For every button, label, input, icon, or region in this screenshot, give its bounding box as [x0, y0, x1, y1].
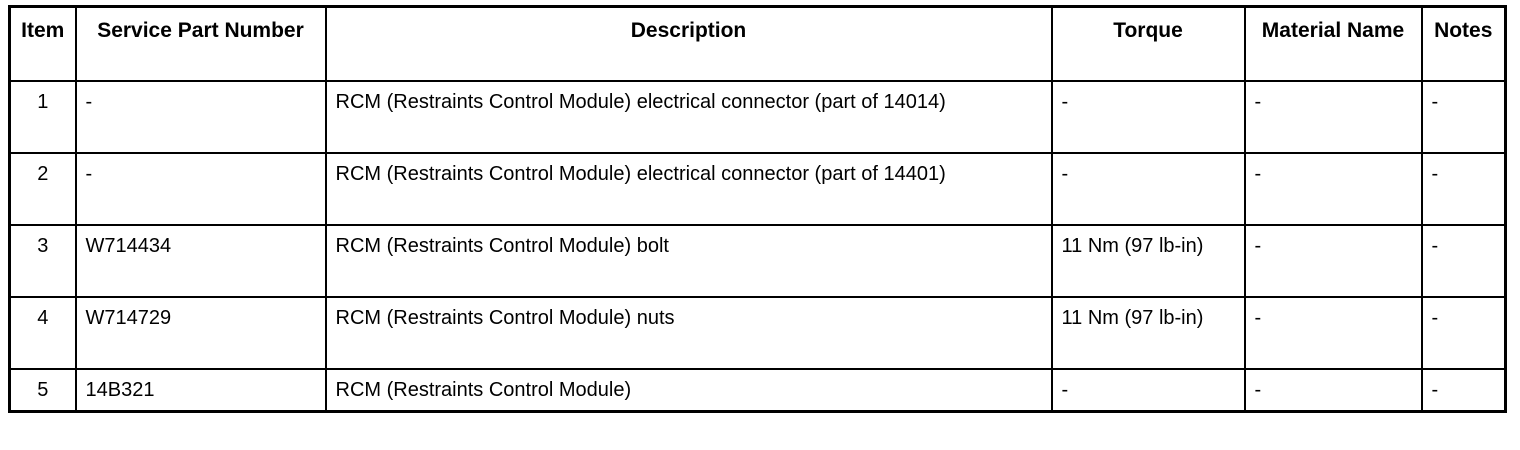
cell-service-part-number: -: [74, 80, 327, 154]
cell-description: RCM (Restraints Control Module) electric…: [324, 80, 1053, 154]
cell-torque: -: [1050, 152, 1246, 226]
cell-notes: -: [1420, 296, 1507, 370]
table-row: 1 - RCM (Restraints Control Module) elec…: [8, 80, 1507, 154]
cell-notes-value: -: [1431, 235, 1439, 257]
cell-material-name: -: [1243, 368, 1423, 413]
cell-material-name-value: -: [1254, 235, 1262, 257]
column-header-item-label: Item: [21, 19, 65, 42]
cell-description: RCM (Restraints Control Module) nuts: [324, 296, 1053, 370]
cell-item-value: 2: [37, 163, 49, 185]
cell-description: RCM (Restraints Control Module) bolt: [324, 224, 1053, 298]
cell-torque-value: -: [1061, 163, 1069, 185]
cell-notes: -: [1420, 152, 1507, 226]
table-row: 5 14B321 RCM (Restraints Control Module)…: [8, 368, 1507, 413]
cell-material-name-value: -: [1254, 163, 1262, 185]
column-header-description: Description: [324, 5, 1053, 82]
cell-notes-value: -: [1431, 307, 1439, 329]
column-header-service-part-number: Service Part Number: [74, 5, 327, 82]
cell-service-part-number: -: [74, 152, 327, 226]
cell-item-value: 4: [37, 307, 49, 329]
column-header-notes: Notes: [1420, 5, 1507, 82]
cell-item: 2: [8, 152, 77, 226]
cell-material-name: -: [1243, 152, 1423, 226]
cell-description-value: RCM (Restraints Control Module) electric…: [335, 91, 946, 113]
cell-torque-value: -: [1061, 91, 1069, 113]
cell-item: 5: [8, 368, 77, 413]
cell-service-part-number-value: 14B321: [85, 379, 155, 401]
cell-material-name: -: [1243, 224, 1423, 298]
cell-torque: 11 Nm (97 lb-in): [1050, 296, 1246, 370]
cell-item: 1: [8, 80, 77, 154]
cell-torque-value: 11 Nm (97 lb-in): [1061, 307, 1204, 329]
cell-torque: -: [1050, 80, 1246, 154]
cell-notes-value: -: [1431, 379, 1439, 401]
cell-service-part-number: W714729: [74, 296, 327, 370]
cell-description-value: RCM (Restraints Control Module) nuts: [335, 307, 675, 329]
table-row: 3 W714434 RCM (Restraints Control Module…: [8, 224, 1507, 298]
cell-item: 4: [8, 296, 77, 370]
column-header-service-part-number-label: Service Part Number: [97, 19, 304, 42]
cell-torque: -: [1050, 368, 1246, 413]
cell-notes-value: -: [1431, 163, 1439, 185]
column-header-material-name-label: Material Name: [1261, 19, 1405, 42]
cell-torque: 11 Nm (97 lb-in): [1050, 224, 1246, 298]
cell-service-part-number-value: -: [85, 91, 93, 113]
column-header-notes-label: Notes: [1434, 19, 1493, 42]
column-header-material-name: Material Name: [1243, 5, 1423, 82]
cell-service-part-number-value: -: [85, 163, 93, 185]
cell-torque-value: 11 Nm (97 lb-in): [1061, 235, 1204, 257]
cell-description-value: RCM (Restraints Control Module) bolt: [335, 235, 669, 257]
cell-service-part-number-value: W714434: [85, 235, 172, 257]
cell-notes: -: [1420, 80, 1507, 154]
cell-description-value: RCM (Restraints Control Module): [335, 379, 632, 401]
table-body: 1 - RCM (Restraints Control Module) elec…: [8, 80, 1507, 413]
column-header-torque: Torque: [1050, 5, 1246, 82]
cell-material-name: -: [1243, 80, 1423, 154]
cell-notes: -: [1420, 224, 1507, 298]
column-header-torque-label: Torque: [1113, 19, 1183, 42]
column-header-description-label: Description: [630, 19, 747, 42]
cell-torque-value: -: [1061, 379, 1069, 401]
cell-description: RCM (Restraints Control Module): [324, 368, 1053, 413]
cell-material-name-value: -: [1254, 91, 1262, 113]
cell-service-part-number: W714434: [74, 224, 327, 298]
cell-material-name-value: -: [1254, 379, 1262, 401]
table-header: Item Service Part Number Description Tor…: [8, 5, 1507, 82]
cell-description: RCM (Restraints Control Module) electric…: [324, 152, 1053, 226]
cell-material-name-value: -: [1254, 307, 1262, 329]
cell-item: 3: [8, 224, 77, 298]
service-parts-table: Item Service Part Number Description Tor…: [8, 5, 1507, 413]
column-header-item: Item: [8, 5, 77, 82]
cell-description-value: RCM (Restraints Control Module) electric…: [335, 163, 946, 185]
cell-notes-value: -: [1431, 91, 1439, 113]
table-header-row: Item Service Part Number Description Tor…: [8, 5, 1507, 82]
cell-item-value: 3: [37, 235, 49, 257]
cell-item-value: 5: [37, 379, 49, 401]
cell-service-part-number-value: W714729: [85, 307, 172, 329]
cell-item-value: 1: [37, 91, 49, 113]
cell-material-name: -: [1243, 296, 1423, 370]
table-row: 2 - RCM (Restraints Control Module) elec…: [8, 152, 1507, 226]
table-row: 4 W714729 RCM (Restraints Control Module…: [8, 296, 1507, 370]
cell-notes: -: [1420, 368, 1507, 413]
cell-service-part-number: 14B321: [74, 368, 327, 413]
